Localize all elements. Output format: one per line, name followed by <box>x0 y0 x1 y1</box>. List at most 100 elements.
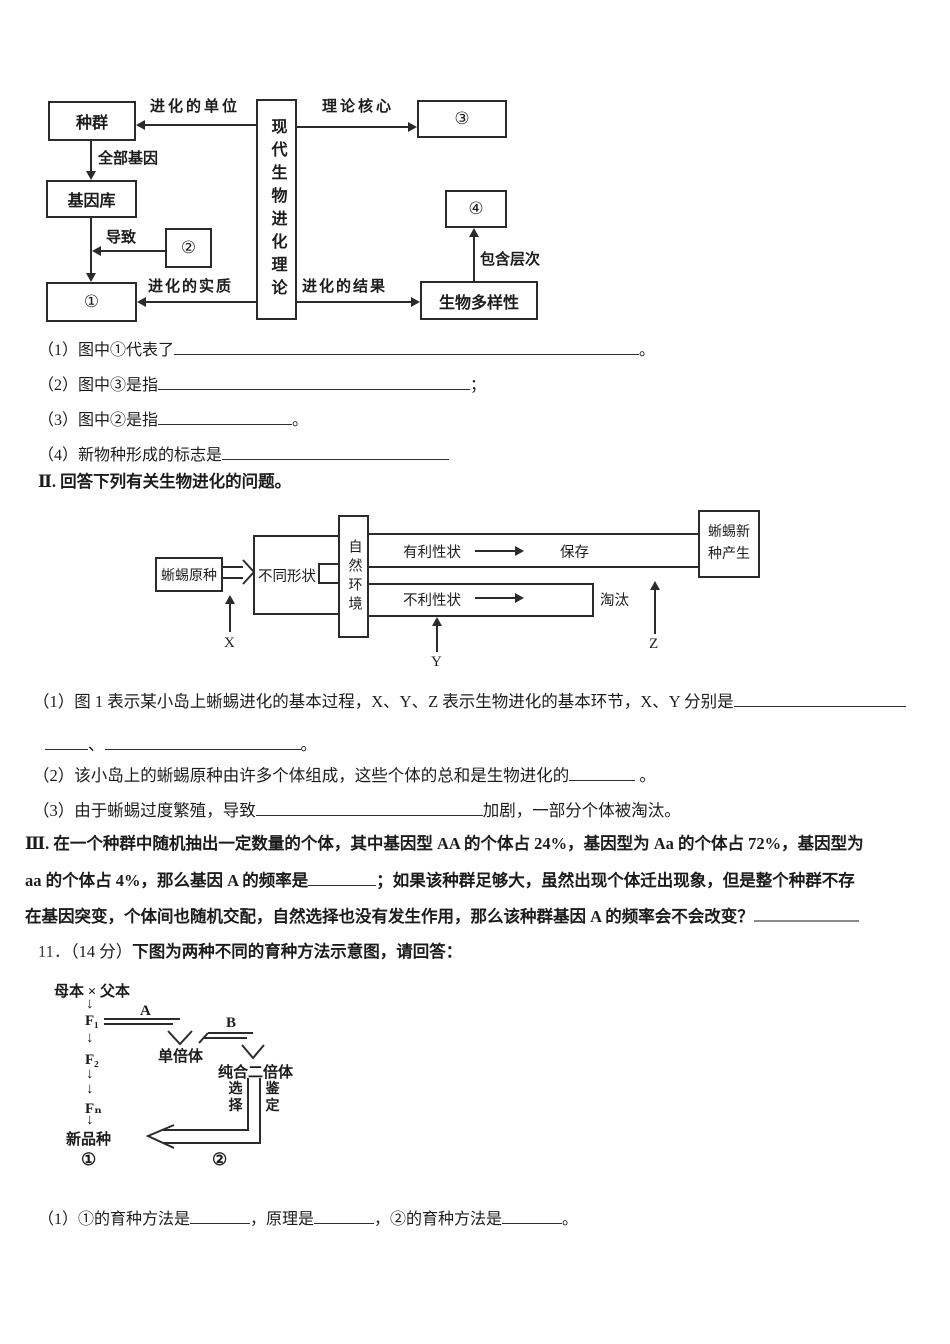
p2-q1-end: 。 <box>300 735 318 754</box>
center-theory-box: 现代生物进化理论 <box>256 99 297 320</box>
q11-sub1-mid1: ，原理是 <box>250 1211 315 1228</box>
q10-sub2: （2）图中③是指 ； <box>38 371 486 395</box>
favorable-arrow-line <box>475 550 515 552</box>
p2-q2: （2）该小岛上的蜥蜴原种由许多个体组成，这些个体的总和是生物进化的 。 <box>33 762 656 786</box>
p3-line3: 在基因突变，个体间也随机交配，自然选择也没有发生作用，那么该种群基因 A 的频率… <box>25 903 859 927</box>
label-all-genes: 全部基因 <box>98 151 159 167</box>
circle-1-label: ① <box>81 1150 97 1169</box>
circle-2-box: ② <box>165 228 212 268</box>
p2-q2-text: （2）该小岛上的蜥蜴原种由许多个体组成，这些个体的总和是生物进化的 <box>33 766 570 785</box>
arrowhead-down-genes <box>86 171 96 180</box>
q11-heading: 11．（14 分）下图为两种不同的育种方法示意图，请回答： <box>38 938 462 962</box>
hollow-arrow-b-path <box>198 1032 265 1060</box>
p3-line2-blank <box>308 868 377 886</box>
down-arrow-5: ↓ <box>86 1112 94 1128</box>
p2-q1-blank2 <box>45 732 88 750</box>
q11-sub1-end: 。 <box>562 1211 579 1228</box>
line-levels <box>473 236 475 281</box>
z-arrow-line <box>654 590 656 634</box>
y-arrow-line <box>436 626 438 652</box>
arrowhead-left-unit <box>136 120 145 130</box>
q10-sub3: （3）图中②是指。 <box>38 406 308 430</box>
p3-line2-after: ；如果该种群足够大，虽然出现个体迁出现象，但是整个种群不存 <box>376 871 855 890</box>
q11-stem: 下图为两种不同的育种方法示意图，请回答： <box>132 942 463 961</box>
new-species-line2: 种产生 <box>708 547 750 562</box>
p3-line2: aa 的个体占 4%，那么基因 A 的频率是；如果该种群足够大，虽然出现个体迁出… <box>25 867 855 891</box>
label-leads-to: 导致 <box>106 230 137 246</box>
haploid-label: 单倍体 <box>158 1049 204 1065</box>
q11-number: 11． <box>38 942 71 961</box>
y-arrowhead <box>432 617 442 626</box>
part2-heading: Ⅱ. 回答下列有关生物进化的问题。 <box>38 472 292 491</box>
hollow-arrow-path <box>223 559 256 585</box>
eliminate-label: 淘汰 <box>600 593 629 609</box>
arrowhead-up-levels <box>469 228 479 237</box>
unfavorable-arrowhead <box>515 593 524 603</box>
p2-q1-blank1 <box>733 689 906 707</box>
p2-q1-line1: （1）图 1 表示某小岛上蜥蜴进化的基本过程，X、Y、Z 表示生物进化的基本环节… <box>33 688 906 712</box>
favorable-arrowhead <box>515 546 524 556</box>
evolution-theory-diagram: 种群 基因库 ① ② 现代生物进化理论 ③ ④ 生物多样性 进化的单位 全部基因… <box>40 90 560 330</box>
line-all-genes <box>90 141 92 171</box>
down-arrow-3: ↓ <box>86 1066 94 1082</box>
down-arrow-4: ↓ <box>86 1081 94 1097</box>
q11-sub1-blank2 <box>314 1207 375 1224</box>
fn-label: Fₙ <box>85 1101 102 1117</box>
new-variety-label: 新品种 <box>66 1132 112 1148</box>
p2-q1-comma: 、 <box>88 735 105 754</box>
gene-pool-box: 基因库 <box>46 180 137 218</box>
line-genepool-to-1 <box>90 218 92 273</box>
breeding-arrows <box>104 1018 265 1149</box>
p2-q1-blank3 <box>104 732 301 750</box>
q11-sub1-blank1 <box>190 1207 251 1224</box>
q10-sub3-text: （3）图中②是指 <box>38 412 159 429</box>
q10-sub2-end: ； <box>470 377 487 394</box>
lizard-evolution-diagram: 蜥蜴原种 不同形状 自然环境 有利性状 保存 不利性状 淘汰 蜥蜴新 种产生 X <box>140 505 800 670</box>
y-label: Y <box>431 654 442 670</box>
new-species-box: 蜥蜴新 种产生 <box>698 510 760 578</box>
line-core <box>297 126 410 128</box>
a-label: A <box>140 1003 151 1019</box>
q10-sub4-blank <box>222 443 450 460</box>
p3-line1: Ⅲ. 在一个种群中随机抽出一定数量的个体，其中基因型 AA 的个体占 24%，基… <box>25 834 864 853</box>
q11-sub1-text: （1）①的育种方法是 <box>38 1211 191 1228</box>
q11-sub1-mid2: ，②的育种方法是 <box>374 1211 503 1228</box>
q10-sub3-blank <box>158 408 293 425</box>
line-unit <box>144 124 256 126</box>
select-label: 选择 <box>228 1082 243 1114</box>
p2-q3-text: （3）由于蜥蜴过度繁殖，导致 <box>33 801 256 820</box>
hollow-channel-arrow-path <box>145 1078 261 1149</box>
environment-box: 自然环境 <box>338 515 369 638</box>
breeding-methods-diagram: 母本 × 父本 ↓ F₁ ↓ F₂ ↓ ↓ Fₙ ↓ 新品种 ① A 单倍体 B… <box>40 975 370 1185</box>
arrowhead-right-result <box>411 297 420 307</box>
label-evolution-unit: 进化的单位 <box>150 99 241 115</box>
lizard-origin-box: 蜥蜴原种 <box>155 557 223 592</box>
down-arrow-1: ↓ <box>86 996 94 1012</box>
unfavorable-arrow-line <box>475 597 515 599</box>
label-theory-core: 理论核心 <box>322 99 395 115</box>
biodiversity-box: 生物多样性 <box>420 281 538 320</box>
unfavorable-label: 不利性状 <box>403 593 461 609</box>
new-species-line1: 蜥蜴新 <box>708 525 750 540</box>
identify-label: 鉴定 <box>265 1082 280 1114</box>
lower-band-top-line <box>369 583 593 585</box>
q11-sub1: （1）①的育种方法是 ，原理是 ，②的育种方法是 。 <box>38 1205 578 1229</box>
q10-sub4-text: （4）新物种形成的标志是 <box>38 447 223 464</box>
q10-sub4: （4）新物种形成的标志是 <box>38 441 450 465</box>
line-essence <box>144 301 256 303</box>
upper-band-top-line <box>369 533 699 535</box>
b-label: B <box>226 1015 237 1031</box>
p2-q1-line2: 、。 <box>45 731 317 755</box>
keep-label: 保存 <box>560 545 589 561</box>
line-leads-to <box>99 250 165 252</box>
circle-3-box: ③ <box>417 100 507 138</box>
p2-q2-blank <box>569 763 636 781</box>
q10-sub1-blank <box>174 338 640 355</box>
shapes-label: 不同形状 <box>258 569 316 585</box>
hollow-arrow-a-path <box>104 1018 193 1046</box>
p2-q3-blank <box>255 798 483 816</box>
q10-sub2-text: （2）图中③是指 <box>38 377 159 394</box>
arrowhead-left-essence <box>137 297 146 307</box>
arrowhead-right-core <box>408 122 417 132</box>
